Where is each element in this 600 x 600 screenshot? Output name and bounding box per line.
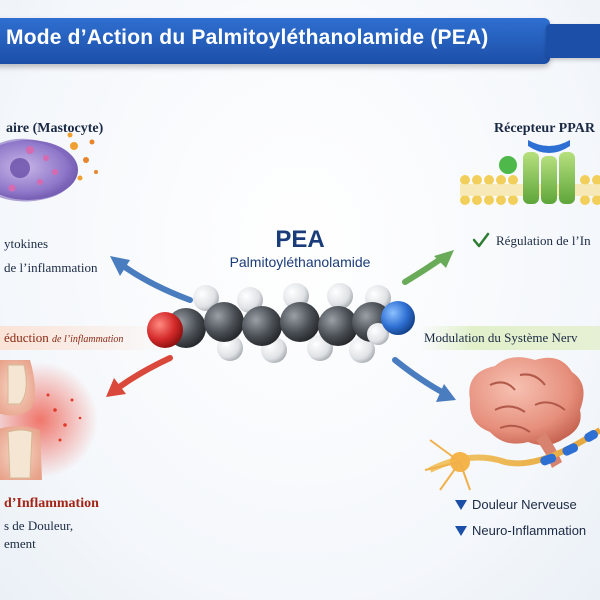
pea-title: PEA <box>275 226 325 253</box>
douleur-text: s de Douleur, <box>4 518 74 533</box>
arrow-bottom-right <box>392 357 456 402</box>
mast-cell-icon <box>0 132 98 202</box>
modulation-band <box>420 326 600 350</box>
reduction-label: éduction de l’inflammation <box>4 330 123 346</box>
reduction-small: de l’inflammation <box>52 334 124 345</box>
brain-neuron-icon <box>424 357 600 491</box>
knee-joint-icon <box>0 360 98 480</box>
douleur-nerveuse-item: Douleur Nerveuse <box>472 497 577 512</box>
arrow-top-left <box>110 256 193 303</box>
triangle-bullet-icon <box>455 500 467 510</box>
inflammation-header: d’Inflammation <box>4 496 99 511</box>
modulation-label: Modulation du Système Nerv <box>424 330 578 345</box>
ppar-regulation-text: Régulation de l’In <box>496 233 591 248</box>
pea-subtitle: Palmitoyléthanolamide <box>229 254 371 270</box>
check-icon <box>472 232 490 248</box>
reduction-main: éduction <box>4 330 49 345</box>
neuro-inflammation-item: Neuro-Inflammation <box>472 523 587 538</box>
title-banner-cap <box>546 24 600 58</box>
page-title: Mode d’Action du Palmitoyléthanolamide (… <box>6 26 489 49</box>
ppar-receptor-icon <box>460 140 600 205</box>
arrow-bottom-left <box>106 355 173 397</box>
title-banner <box>0 18 550 64</box>
inflammation-text: de l’inflammation <box>4 260 98 275</box>
arrow-top-right <box>402 250 454 285</box>
reduction-band <box>0 326 170 350</box>
pea-molecule-icon <box>147 283 415 363</box>
gonflement-text: ement <box>4 536 36 551</box>
cytokines-text: ytokines <box>4 236 49 251</box>
mast-cell-header: aire (Mastocyte) <box>6 121 104 136</box>
ppar-header: Récepteur PPAR <box>494 121 595 136</box>
triangle-bullet-icon <box>455 526 467 536</box>
